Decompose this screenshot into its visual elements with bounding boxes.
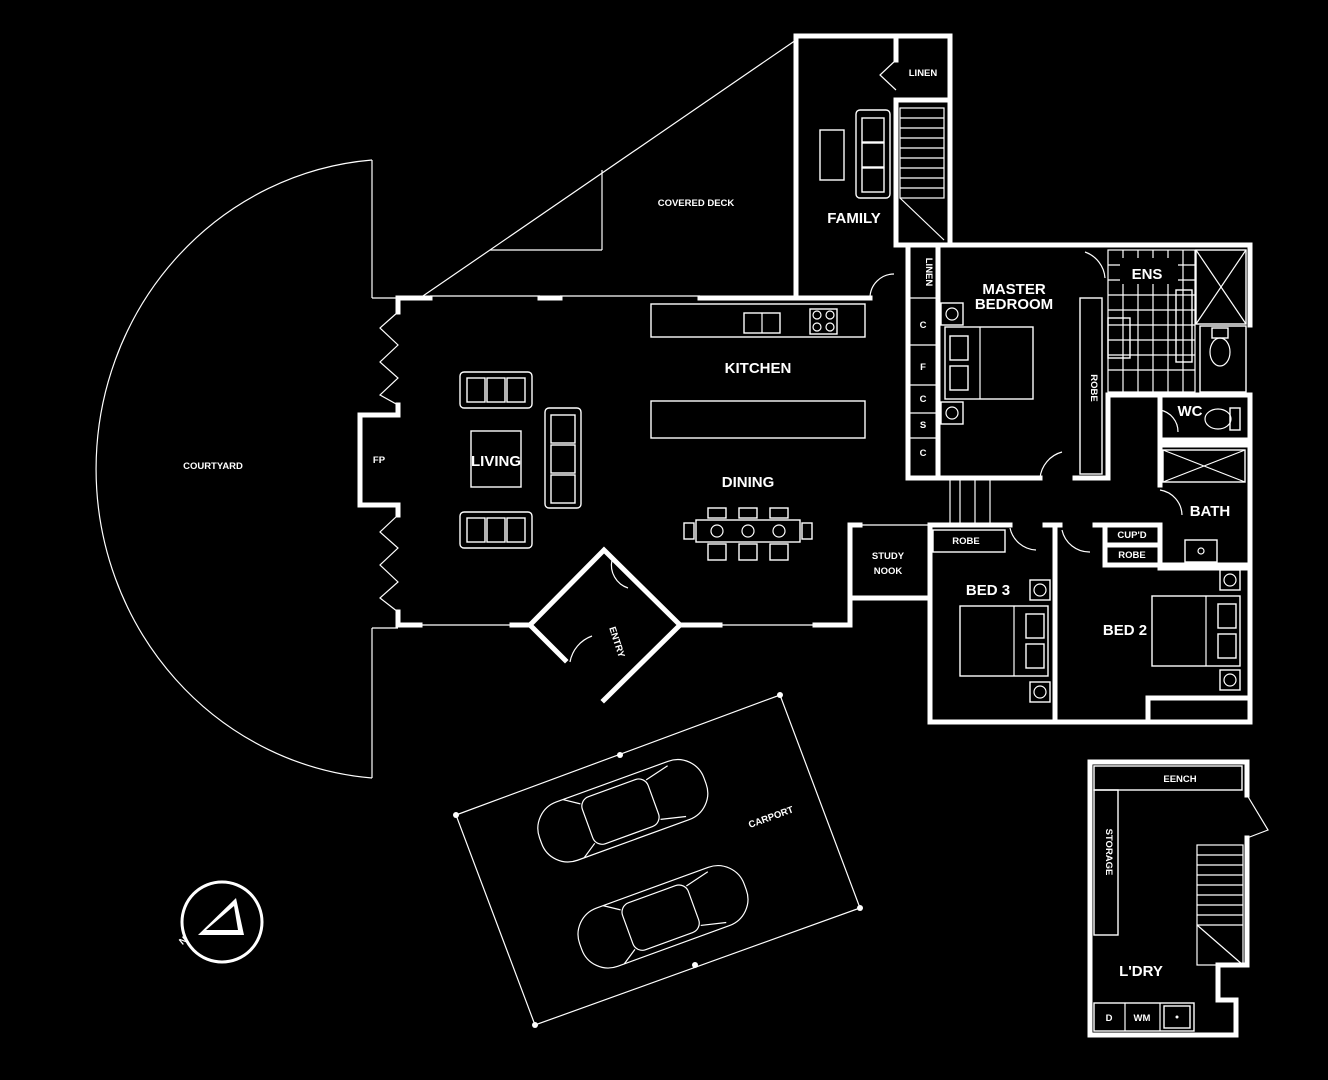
- living-label: LIVING: [471, 453, 521, 470]
- dryer-label: D: [1106, 1013, 1113, 1024]
- family-stairs: [899, 107, 945, 241]
- carport: CARPORT: [453, 692, 863, 1028]
- living-fixtures: LIVING: [459, 371, 582, 549]
- master-robe-label: ROBE: [1088, 374, 1099, 401]
- compass-ring: [180, 880, 264, 964]
- dining-fixtures: DINING: [683, 474, 813, 561]
- dining-label: DINING: [722, 474, 775, 491]
- kitchen-island: [650, 400, 866, 439]
- bed2-label: BED 2: [1103, 622, 1147, 639]
- linen-side-label: LINEN: [923, 258, 934, 287]
- study-nook-label-1: STUDY: [872, 551, 905, 562]
- bath-label: BATH: [1190, 503, 1231, 520]
- fireplace-label: FP: [373, 455, 386, 466]
- carport-label: CARPORT: [747, 804, 795, 830]
- entry-label: ENTRY: [606, 625, 627, 659]
- kitchen-label: KITCHEN: [725, 360, 792, 377]
- bed3-bed: [959, 579, 1051, 703]
- master-bedroom-label-2: BEDROOM: [975, 296, 1053, 313]
- courtyard-area: COURTYARD: [95, 159, 398, 779]
- bed2-robe-label: ROBE: [1118, 550, 1145, 561]
- bed3-label: BED 3: [966, 582, 1010, 599]
- bed-2: BED 2: [1052, 522, 1253, 725]
- family-label: FAMILY: [827, 210, 881, 227]
- covered-deck-label: COVERED DECK: [658, 198, 735, 209]
- family-wing: LINEN FAMILY: [793, 33, 953, 301]
- laundry-stairs: [1196, 844, 1244, 966]
- cupboard-f: F: [920, 362, 926, 373]
- car-bottom: [577, 865, 749, 969]
- eench-label: EENCH: [1163, 774, 1196, 785]
- cupboard-column: LINEN C F C S C: [905, 242, 941, 481]
- family-table: [819, 129, 845, 181]
- covered-deck-area: COVERED DECK: [419, 39, 797, 299]
- courtyard-label: COURTYARD: [183, 461, 243, 472]
- master-bedroom: ROBE MASTER BEDROOM: [935, 242, 1253, 525]
- ens-label: ENS: [1132, 266, 1163, 283]
- cupboard-c-3: C: [920, 448, 927, 459]
- bed3-robe-label: ROBE: [952, 536, 979, 547]
- family-sofa: [855, 109, 891, 199]
- bed2-bed: [1151, 569, 1241, 691]
- bed-3: ROBE BED 3: [927, 522, 1058, 725]
- cupboard-s: S: [920, 420, 926, 431]
- wc: WC: [1105, 392, 1253, 443]
- kitchen-fixtures: KITCHEN: [650, 303, 866, 439]
- linen-top-label: LINEN: [909, 68, 938, 79]
- cupd-label: CUP'D: [1117, 530, 1146, 541]
- master-bedroom-label-1: MASTER: [982, 281, 1046, 298]
- compass: N: [177, 880, 264, 964]
- laundry-label: L'DRY: [1119, 963, 1163, 980]
- car-top: [537, 758, 709, 863]
- bathroom: BATH: [1157, 442, 1253, 568]
- entry: ENTRY: [526, 546, 684, 704]
- washing-machine-label: WM: [1134, 1013, 1151, 1024]
- laundry: EENCH STORAGE L'DRY D WM: [1087, 759, 1269, 1038]
- cupboard-c-1: C: [920, 320, 927, 331]
- study-nook-label-2: NOOK: [874, 566, 903, 577]
- storage-label: STORAGE: [1103, 829, 1114, 876]
- wc-label: WC: [1178, 403, 1203, 420]
- cupd-robe: CUP'D ROBE: [1102, 522, 1163, 568]
- cupboard-c-2: C: [920, 394, 927, 405]
- master-bed: [940, 302, 1034, 425]
- main-block: FP STUDY NOOK: [357, 295, 933, 628]
- compass-letter: N: [177, 935, 189, 948]
- ensuite: ENS: [1107, 249, 1247, 393]
